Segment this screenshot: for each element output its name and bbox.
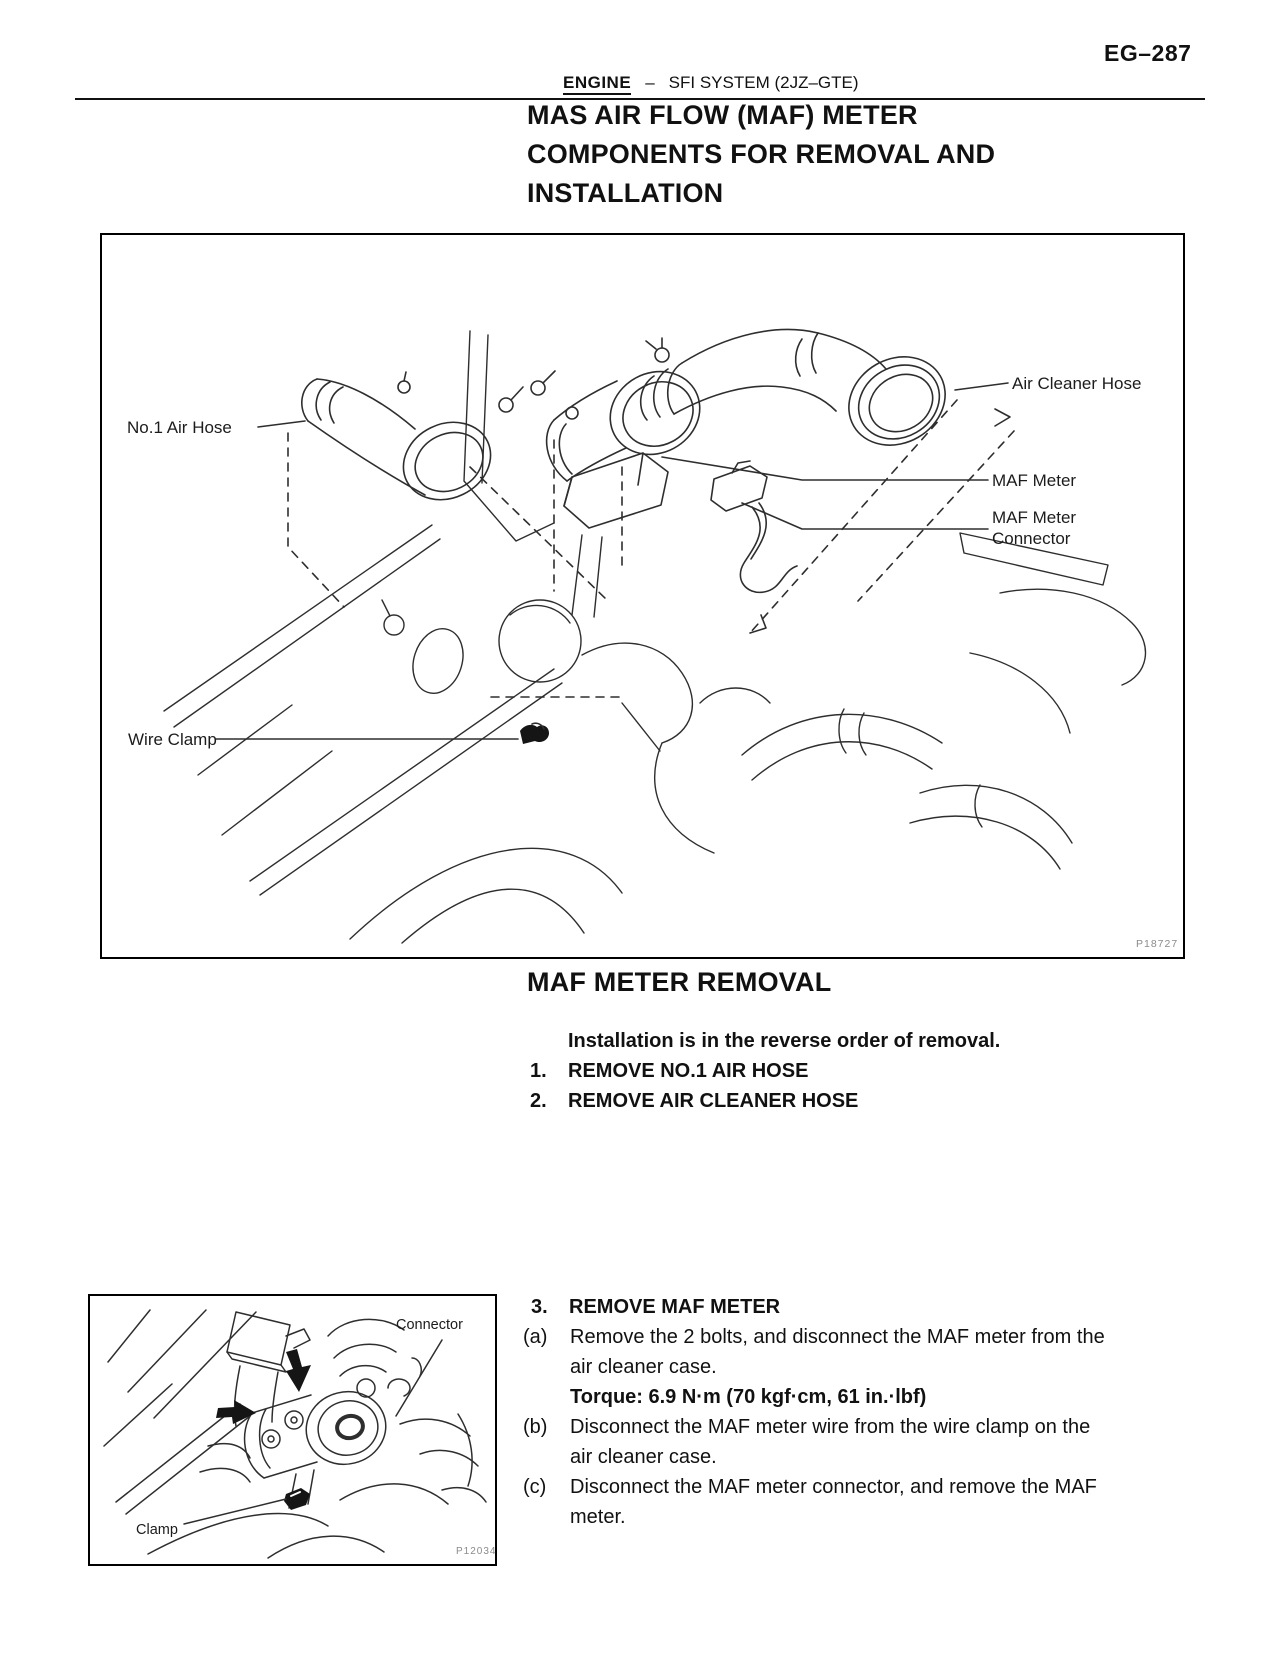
- wire-clamp-hook: [531, 722, 545, 730]
- section-heading: MAF METER REMOVAL: [527, 967, 832, 997]
- bolt-arrow-1: [286, 1349, 311, 1392]
- step-3-heading-row: 3. REMOVE MAF METER: [531, 1292, 780, 1322]
- connector-coil-drawing: [327, 1318, 443, 1417]
- label-maf-connector-line2: Connector: [992, 529, 1071, 548]
- leader-lines: [215, 382, 1009, 740]
- label-air-cleaner-hose: Air Cleaner Hose: [1012, 374, 1142, 393]
- step-2-number: 2.: [530, 1090, 547, 1112]
- step-3c-label: (c): [523, 1476, 547, 1498]
- main-figure-code: P18727: [1136, 938, 1179, 950]
- label-maf-connector: MAF Meter Connector: [992, 507, 1076, 549]
- assembly-guide-dashes: [287, 399, 1015, 698]
- section-intro: Installation is in the reverse order of …: [568, 1030, 1001, 1052]
- step-3-heading: REMOVE MAF METER: [569, 1296, 781, 1318]
- small-figure-code: P12034: [456, 1546, 497, 1557]
- label-maf-connector-line1: MAF Meter: [992, 508, 1077, 527]
- engine-assembly-drawing: [163, 330, 1147, 944]
- step-3-torque: Torque: 6.9 N·m (70 kgf·cm, 61 in.·lbf): [570, 1386, 927, 1408]
- label-wire-clamp: Wire Clamp: [128, 730, 217, 749]
- air-cleaner-hose-drawing: [639, 328, 946, 446]
- step-3a-line2: air cleaner case.: [570, 1356, 717, 1378]
- step-3c-text1: Disconnect the MAF meter connector, and …: [570, 1476, 1097, 1498]
- step-1: 1. REMOVE NO.1 AIR HOSE: [530, 1056, 808, 1086]
- small-clamp-part: [284, 1488, 310, 1510]
- maf-connector-drawing: [710, 460, 798, 594]
- header-rule: [75, 98, 1205, 100]
- bolt-arrow-2: [216, 1400, 256, 1424]
- guide-arrowhead: [749, 614, 767, 634]
- step-3b-text1: Disconnect the MAF meter wire from the w…: [570, 1416, 1091, 1438]
- step-3a-line1: (a) Remove the 2 bolts, and disconnect th…: [523, 1322, 1105, 1352]
- step-3a-text1: Remove the 2 bolts, and disconnect the M…: [570, 1326, 1105, 1348]
- step-3c-line1: (c) Disconnect the MAF meter connector, a…: [523, 1472, 1097, 1502]
- step-3b-line1: (b) Disconnect the MAF meter wire from th…: [523, 1412, 1090, 1442]
- step-2: 2. REMOVE AIR CLEANER HOSE: [530, 1086, 858, 1116]
- label-clamp: Clamp: [136, 1522, 178, 1538]
- running-head-system: SFI SYSTEM (2JZ–GTE): [668, 73, 859, 92]
- main-figure-drawing: [163, 328, 1147, 944]
- guide-arrowhead: [994, 408, 1011, 427]
- label-no1-air-hose: No.1 Air Hose: [127, 418, 232, 437]
- step-1-number: 1.: [530, 1060, 547, 1082]
- page-title-line3: INSTALLATION: [527, 178, 724, 208]
- page-title-line1: MAS AIR FLOW (MAF) METER: [527, 100, 918, 130]
- clamp-leader-line: [183, 1498, 287, 1525]
- small-figure-drawing: [103, 1309, 487, 1559]
- small-engine-surround: [147, 1413, 487, 1559]
- running-head-section: ENGINE: [563, 73, 632, 95]
- page-title: MAS AIR FLOW (MAF) METER COMPONENTS FOR …: [527, 96, 995, 213]
- step-3c-line2: meter.: [570, 1506, 626, 1528]
- label-maf-meter: MAF Meter: [992, 471, 1077, 490]
- wire-clamp-part: [520, 724, 549, 744]
- label-connector: Connector: [396, 1317, 463, 1333]
- step-2-text: REMOVE AIR CLEANER HOSE: [568, 1090, 859, 1112]
- step-3b-label: (b): [523, 1416, 548, 1438]
- main-figure: No.1 Air Hose Air Cleaner Hose MAF Meter…: [100, 233, 1185, 959]
- hatch-lines: [103, 1309, 257, 1515]
- running-head: ENGINE–SFI SYSTEM (2JZ–GTE): [563, 73, 859, 95]
- no1-air-hose-drawing: [300, 371, 492, 501]
- maf-meter-drawing: [498, 370, 701, 529]
- step-3b-line2: air cleaner case.: [570, 1446, 717, 1468]
- small-figure: Connector Clamp P12034: [88, 1294, 497, 1566]
- step-1-text: REMOVE NO.1 AIR HOSE: [568, 1060, 809, 1082]
- page-title-line2: COMPONENTS FOR REMOVAL AND: [527, 139, 996, 169]
- page-number: EG–287: [1104, 40, 1192, 66]
- step-3a-label: (a): [523, 1326, 548, 1348]
- small-maf-meter-drawing: [243, 1391, 387, 1509]
- running-head-dash: –: [645, 73, 655, 92]
- step-3-number: 3.: [531, 1296, 548, 1318]
